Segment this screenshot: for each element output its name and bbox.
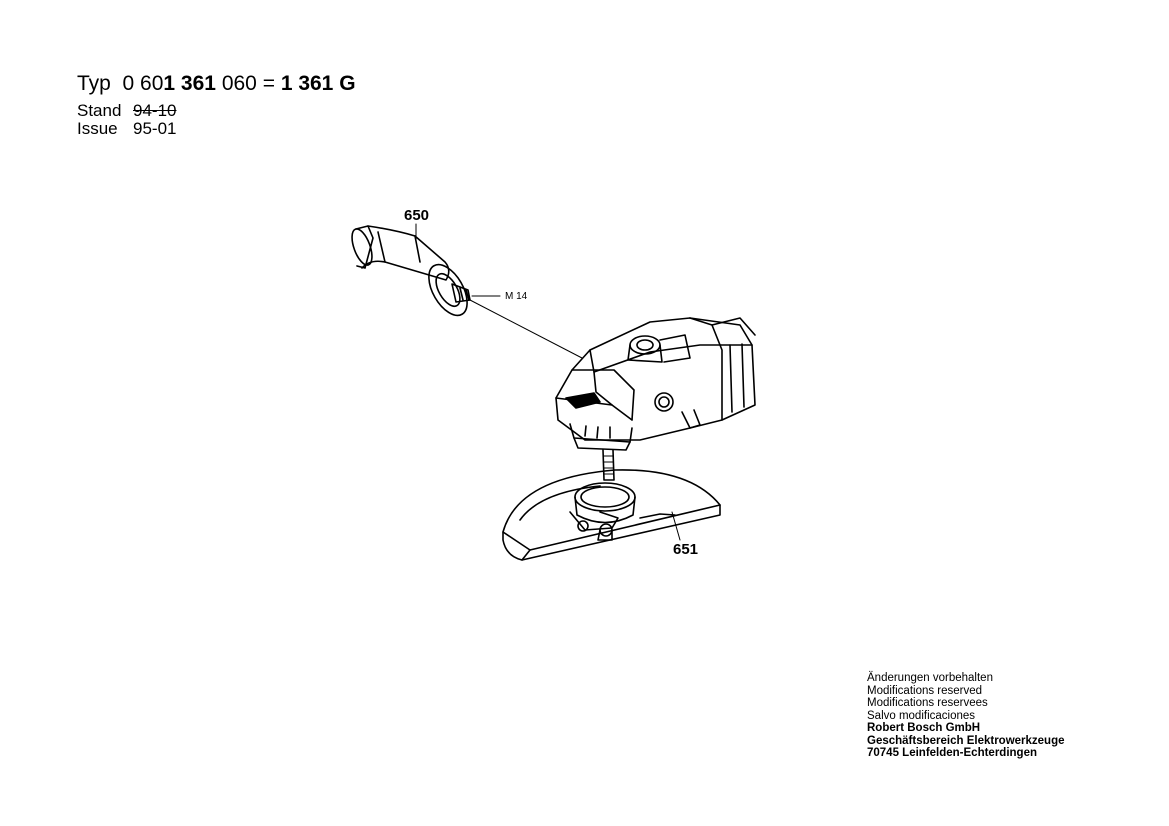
modification-line-fr: Modifications reservees (867, 697, 988, 709)
typ-part-2: 1 361 (163, 72, 216, 95)
wheel-guard-drawing (502, 469, 721, 561)
stand-value: 94-10 (133, 101, 177, 120)
typ-part-4: 1 361 G (280, 72, 356, 95)
typ-part-3: 060 (221, 72, 257, 95)
company-division: Geschäftsbereich Elektrowerkzeuge (867, 734, 1065, 747)
footer-notice: Änderungen vorbehalten Modifications res… (867, 672, 1065, 760)
stand-label: Stand (77, 101, 122, 120)
typ-equals: = (262, 72, 275, 95)
company-address: 70745 Leinfelden-Echterdingen (867, 747, 1037, 759)
callout-650: 650 (404, 207, 430, 224)
callout-651: 651 (673, 541, 699, 558)
typ-label: Typ (77, 72, 111, 95)
thread-label: M 14 (505, 291, 528, 302)
revision-info: Stand 94-10 Issue 95-01 (77, 102, 356, 138)
issue-row: Issue 95-01 (77, 120, 356, 138)
typ-part-1: 0 60 (122, 72, 164, 95)
stand-row: Stand 94-10 (77, 102, 356, 120)
modification-line-es: Salvo modificaciones (867, 709, 976, 722)
issue-label: Issue (77, 119, 118, 138)
side-handle-drawing (351, 225, 471, 317)
company-name: Robert Bosch GmbH (867, 722, 981, 734)
document-header: Typ 0 601 361 060 = 1 361 G Stand 94-10 … (77, 72, 356, 138)
modification-line-en: Modifications reserved (867, 684, 983, 697)
type-number: Typ 0 601 361 060 = 1 361 G (77, 72, 356, 96)
modification-line-de: Änderungen vorbehalten (867, 672, 993, 684)
grinder-drawing (555, 317, 756, 481)
issue-value: 95-01 (133, 119, 177, 138)
assembly-line-handle (469, 299, 583, 359)
